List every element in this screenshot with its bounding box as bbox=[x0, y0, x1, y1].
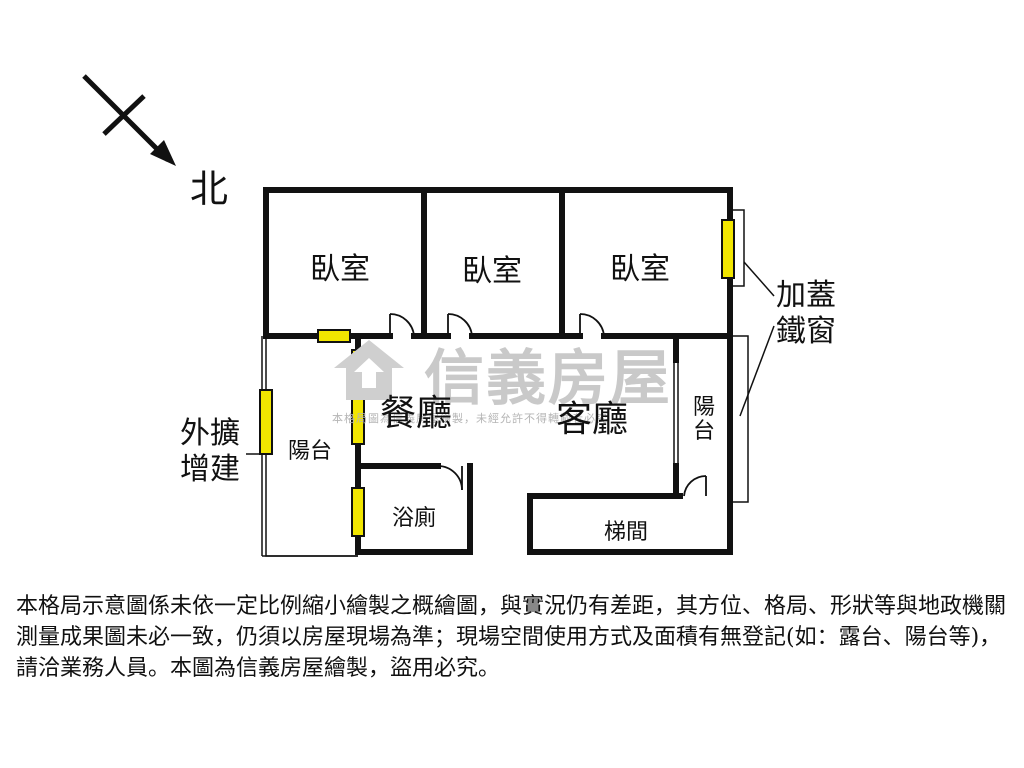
annotation-extension-line1: 外擴 bbox=[180, 416, 240, 451]
room-label-bedroom-2: 臥室 bbox=[462, 254, 522, 289]
annotation-extension: 外擴 增建 bbox=[180, 416, 240, 488]
floor-plan bbox=[82, 74, 775, 557]
north-label: 北 bbox=[190, 167, 229, 211]
disclaimer-text: 本格局示意圖係未依一定比例縮小繪製之概繪圖，與實況仍有差距，其方位、格局、形狀等… bbox=[16, 594, 1007, 681]
door-swings bbox=[389, 313, 707, 497]
annotation-iron-window-line1: 加蓋 bbox=[776, 278, 836, 313]
room-label-dining: 餐廳 bbox=[380, 393, 453, 434]
room-label-balcony-east: 陽台 bbox=[692, 395, 715, 444]
room-label-bedroom-1: 臥室 bbox=[310, 252, 370, 287]
room-label-balcony-west: 陽台 bbox=[288, 439, 333, 464]
room-label-living: 客廳 bbox=[556, 399, 629, 440]
compass-arrow-icon bbox=[82, 74, 176, 166]
room-label-bedroom-3: 臥室 bbox=[610, 252, 670, 287]
annotation-iron-window: 加蓋 鐵窗 bbox=[776, 278, 836, 350]
room-label-stairwell: 梯間 bbox=[604, 520, 649, 545]
leader-lines bbox=[246, 261, 775, 455]
room-label-bathroom: 浴廁 bbox=[392, 506, 437, 531]
thin-outline bbox=[261, 209, 749, 557]
annotation-extension-line2: 增建 bbox=[180, 452, 240, 487]
annotation-iron-window-line2: 鐵窗 bbox=[776, 314, 836, 349]
